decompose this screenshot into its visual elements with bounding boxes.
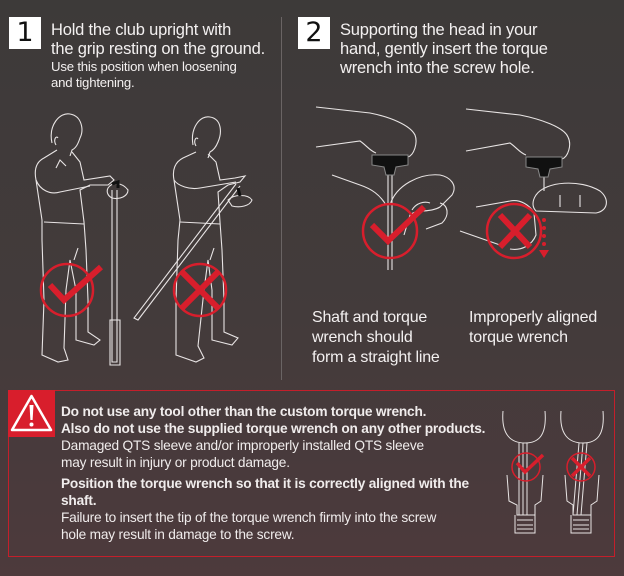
step-1-illustration: [34, 113, 253, 366]
step-1-number: 1: [9, 17, 41, 49]
caption-correct-line3: form a straight line: [312, 349, 440, 366]
hand-wrench-incorrect: [459, 108, 607, 250]
step-1-title-line1: Hold the club upright with: [51, 21, 232, 39]
cross-mark-icon: [172, 262, 228, 318]
warning-bold-1: Do not use any tool other than the custo…: [61, 404, 427, 419]
step-2-title: Supporting the head in your hand, gently…: [340, 21, 548, 78]
torque-wrench-handle-correct: [371, 154, 409, 176]
torque-wrench-glyph: [111, 179, 120, 188]
warning-normal-4: hole may result in damage to the screw.: [61, 527, 295, 542]
step-2-title-line3: wrench into the screw hole.: [340, 59, 535, 77]
golfer-incorrect-figure: [133, 116, 253, 363]
check-mark-icon-3: [511, 452, 545, 482]
step-2-number: 2: [298, 17, 330, 49]
warning-normal-3: Failure to insert the tip of the torque …: [61, 510, 437, 525]
warning-triangle-icon: [10, 394, 53, 432]
sleeve-alignment-illustration: [502, 410, 604, 534]
warning-bold-3: Position the torque wrench so that it is…: [61, 476, 469, 508]
cross-mark-icon-3: [566, 452, 596, 482]
warning-normal-2: may result in injury or product damage.: [61, 455, 290, 470]
step-1-sub-line2: and tightening.: [51, 75, 135, 90]
step-1-title: Hold the club upright with the grip rest…: [51, 21, 265, 91]
check-mark-icon: [39, 262, 103, 318]
warning-bold-2: Also do not use the supplied torque wren…: [61, 421, 486, 436]
step-2-title-line1: Supporting the head in your: [340, 21, 538, 39]
cross-mark-icon-2: [485, 202, 549, 260]
caption-correct: Shaft and torque wrench should form a st…: [312, 308, 440, 368]
torque-wrench-handle-incorrect: [525, 156, 563, 178]
caption-correct-line2: wrench should: [312, 329, 413, 346]
step-1-sub-line1: Use this position when loosening: [51, 59, 237, 74]
section-divider: [281, 17, 282, 380]
caption-incorrect: Improperly aligned torque wrench: [469, 308, 597, 348]
arrow-down-icon: [539, 250, 549, 258]
caption-incorrect-line1: Improperly aligned: [469, 309, 598, 326]
hand-wrench-correct: [315, 106, 455, 270]
step-2-title-line2: hand, gently insert the torque: [340, 40, 548, 58]
check-mark-icon-2: [361, 202, 427, 260]
golfer-correct-figure: [34, 113, 129, 366]
warning-icon-badge: [8, 390, 55, 437]
sleeve-incorrect: [560, 410, 604, 534]
warning-normal-1: Damaged QTS sleeve and/or improperly ins…: [61, 438, 424, 453]
warning-text: Do not use any tool other than the custo…: [61, 403, 501, 543]
caption-incorrect-line2: torque wrench: [469, 329, 568, 346]
caption-correct-line1: Shaft and torque: [312, 309, 428, 326]
step-1-title-line2: the grip resting on the ground.: [51, 40, 265, 58]
warning-box: [8, 390, 615, 557]
step-2-illustration: [315, 106, 607, 270]
